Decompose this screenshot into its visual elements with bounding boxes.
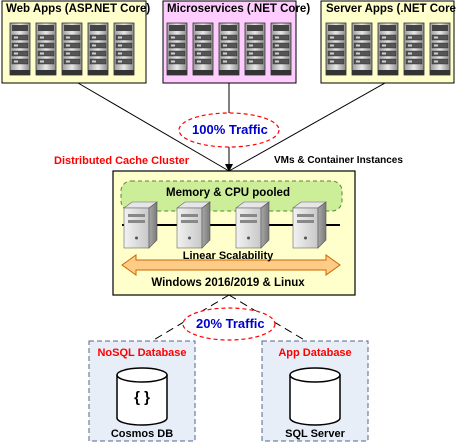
server-apps-server-icon	[351, 22, 373, 76]
server-apps-server-icon	[377, 22, 399, 76]
sql-server-label: SQL Server	[285, 428, 345, 440]
server-apps-server-icon	[325, 22, 347, 76]
server-apps-server-icon	[429, 22, 451, 76]
server-apps-title: Server Apps (.NET Core)	[326, 3, 456, 15]
traffic-20-ellipse	[182, 307, 276, 341]
server-apps-server-icon	[403, 22, 425, 76]
app-db-heading: App Database	[278, 347, 352, 359]
web-apps-title: Web Apps (ASP.NET Core)	[6, 3, 151, 15]
traffic-100-label: 100% Traffic	[192, 122, 268, 137]
linear-scalability-label: Linear Scalability	[182, 250, 274, 262]
web-apps-server-icon	[35, 22, 57, 76]
curly-braces-icon: { }	[134, 389, 150, 406]
sql-server-cylinder-icon	[289, 367, 341, 426]
arrowhead-down-icon	[225, 164, 233, 172]
memory-pool-label: Memory & CPU pooled	[166, 187, 290, 199]
nosql-db-heading: NoSQL Database	[97, 347, 187, 359]
microservices-server-icon	[192, 22, 214, 76]
cache-server-icon	[176, 201, 211, 249]
microservices-server-icon	[166, 22, 188, 76]
server-racks	[9, 22, 451, 76]
cache-server-icon	[123, 201, 158, 249]
microservices-title: Microservices (.NET Core)	[167, 3, 311, 15]
os-label: Windows 2016/2019 & Linux	[151, 277, 305, 289]
cache-server-icon	[292, 201, 327, 249]
double-arrow-icon	[121, 254, 341, 276]
traffic-20-label: 20% Traffic	[196, 316, 265, 331]
web-apps-server-icon	[61, 22, 83, 76]
cache-cluster-title: Distributed Cache Cluster	[54, 155, 190, 167]
cache-cluster-subtitle: VMs & Container Instances	[274, 155, 403, 166]
cache-server-icon	[235, 201, 270, 249]
web-apps-server-icon	[87, 22, 109, 76]
web-apps-server-icon	[9, 22, 31, 76]
cosmos-db-cylinder-icon	[116, 367, 168, 426]
memory-pool-band	[120, 180, 343, 212]
microservices-server-icon	[218, 22, 240, 76]
connector-web-apps	[77, 82, 230, 172]
traffic-100-ellipse	[178, 112, 280, 148]
microservices-server-icon	[270, 22, 292, 76]
web-apps-server-icon	[113, 22, 135, 76]
cache-servers	[123, 201, 327, 249]
connector-server-apps	[228, 82, 386, 172]
cosmos-db-label: Cosmos DB	[110, 428, 174, 440]
microservices-server-icon	[244, 22, 266, 76]
